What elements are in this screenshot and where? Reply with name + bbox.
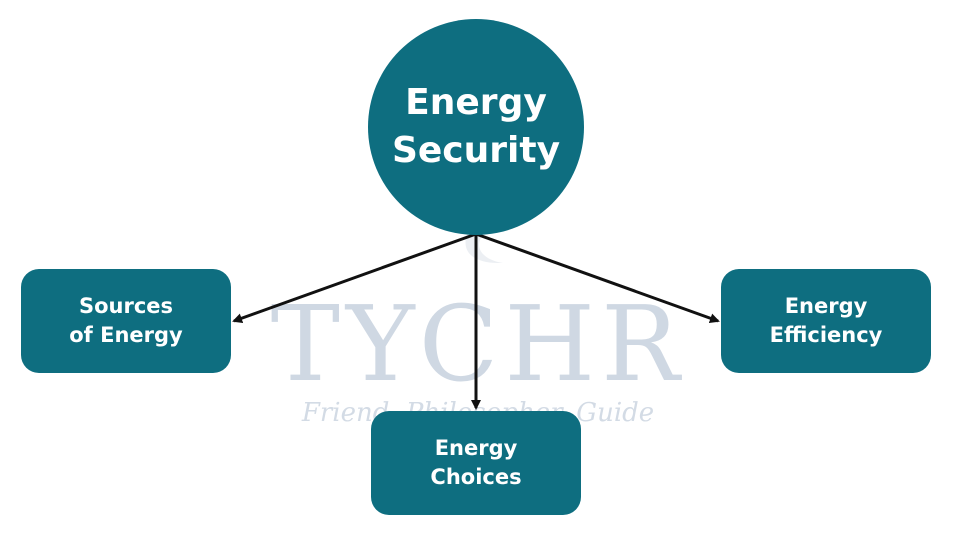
node-energy-security: Energy Security	[368, 19, 584, 235]
node-sources-of-energy-label: Sources of Energy	[69, 294, 183, 347]
node-energy-efficiency: Energy Efficiency	[721, 269, 931, 373]
arrow-to-sources	[232, 232, 477, 323]
node-energy-security-label: Energy Security	[391, 82, 561, 171]
node-energy-choices: Energy Choices	[371, 411, 581, 515]
node-sources-of-energy: Sources of Energy	[21, 269, 231, 373]
node-energy-choices-label: Energy Choices	[430, 436, 522, 489]
arrow-to-efficiency	[475, 232, 720, 323]
node-energy-efficiency-label: Energy Efficiency	[769, 294, 883, 347]
